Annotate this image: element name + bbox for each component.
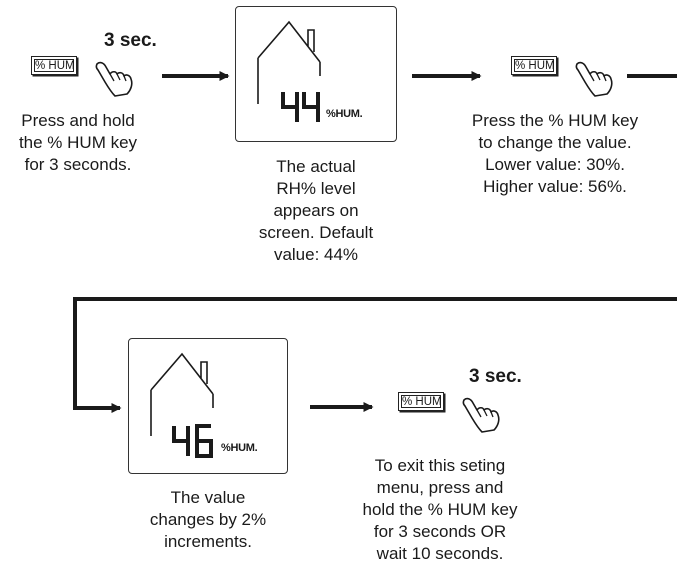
pointing-hand-icon	[95, 61, 133, 97]
text-line: wait 10 seconds.	[376, 544, 504, 563]
step5-description: To exit this seting menu, press and hold…	[330, 455, 550, 565]
text-line: for 3 seconds OR	[373, 522, 507, 541]
text-line: changes by 2%	[149, 510, 267, 529]
text-line: hold the % HUM key	[362, 500, 518, 519]
lcd-unit: %HUM.	[221, 442, 258, 454]
arrow-right-icon	[73, 297, 677, 413]
hold-time-label: 3 sec.	[104, 30, 157, 51]
text-line: value: 44%	[273, 245, 359, 264]
text-line: Press the % HUM key	[471, 111, 639, 130]
text-line: appears on	[273, 201, 359, 220]
text-line: To exit this seting	[374, 456, 506, 475]
text-line: Higher value: 56%.	[483, 177, 627, 196]
text-line: to change the value.	[478, 133, 632, 152]
house-icon	[150, 352, 214, 436]
hum-key-label: % HUM	[34, 59, 75, 72]
step1-description: Press and hold the % HUM key for 3 secon…	[0, 110, 156, 176]
lcd-display: %HUM.	[235, 6, 397, 142]
lcd-digits	[281, 92, 320, 122]
hum-key-button[interactable]: % HUM	[31, 56, 77, 75]
text-line: The actual	[276, 157, 356, 176]
text-line: The value	[170, 488, 246, 507]
lcd-display: %HUM.	[128, 338, 288, 474]
hum-key-button[interactable]: % HUM	[511, 56, 557, 75]
text-line: the % HUM key	[18, 133, 138, 152]
hum-key-label: % HUM	[514, 59, 555, 72]
hold-time-label: 3 sec.	[469, 366, 522, 387]
house-icon	[257, 20, 321, 104]
text-line: Press and hold	[21, 111, 135, 130]
step4-description: The value changes by 2% increments.	[128, 487, 288, 553]
pointing-hand-icon	[575, 61, 613, 97]
step3-description: Press the % HUM key to change the value.…	[440, 110, 670, 198]
text-line: Lower value: 30%.	[485, 155, 625, 174]
text-line: RH% level	[276, 179, 356, 198]
text-line: increments.	[164, 532, 252, 551]
lcd-digits	[172, 424, 213, 458]
pointing-hand-icon	[462, 397, 500, 433]
hum-key-label: % HUM	[401, 395, 442, 408]
text-line: screen. Default	[258, 223, 374, 242]
lcd-unit: %HUM.	[326, 108, 363, 120]
text-line: for 3 seconds.	[24, 155, 132, 174]
hum-key-button[interactable]: % HUM	[398, 392, 444, 411]
text-line: menu, press and	[376, 478, 504, 497]
step2-description: The actual RH% level appears on screen. …	[236, 156, 396, 266]
